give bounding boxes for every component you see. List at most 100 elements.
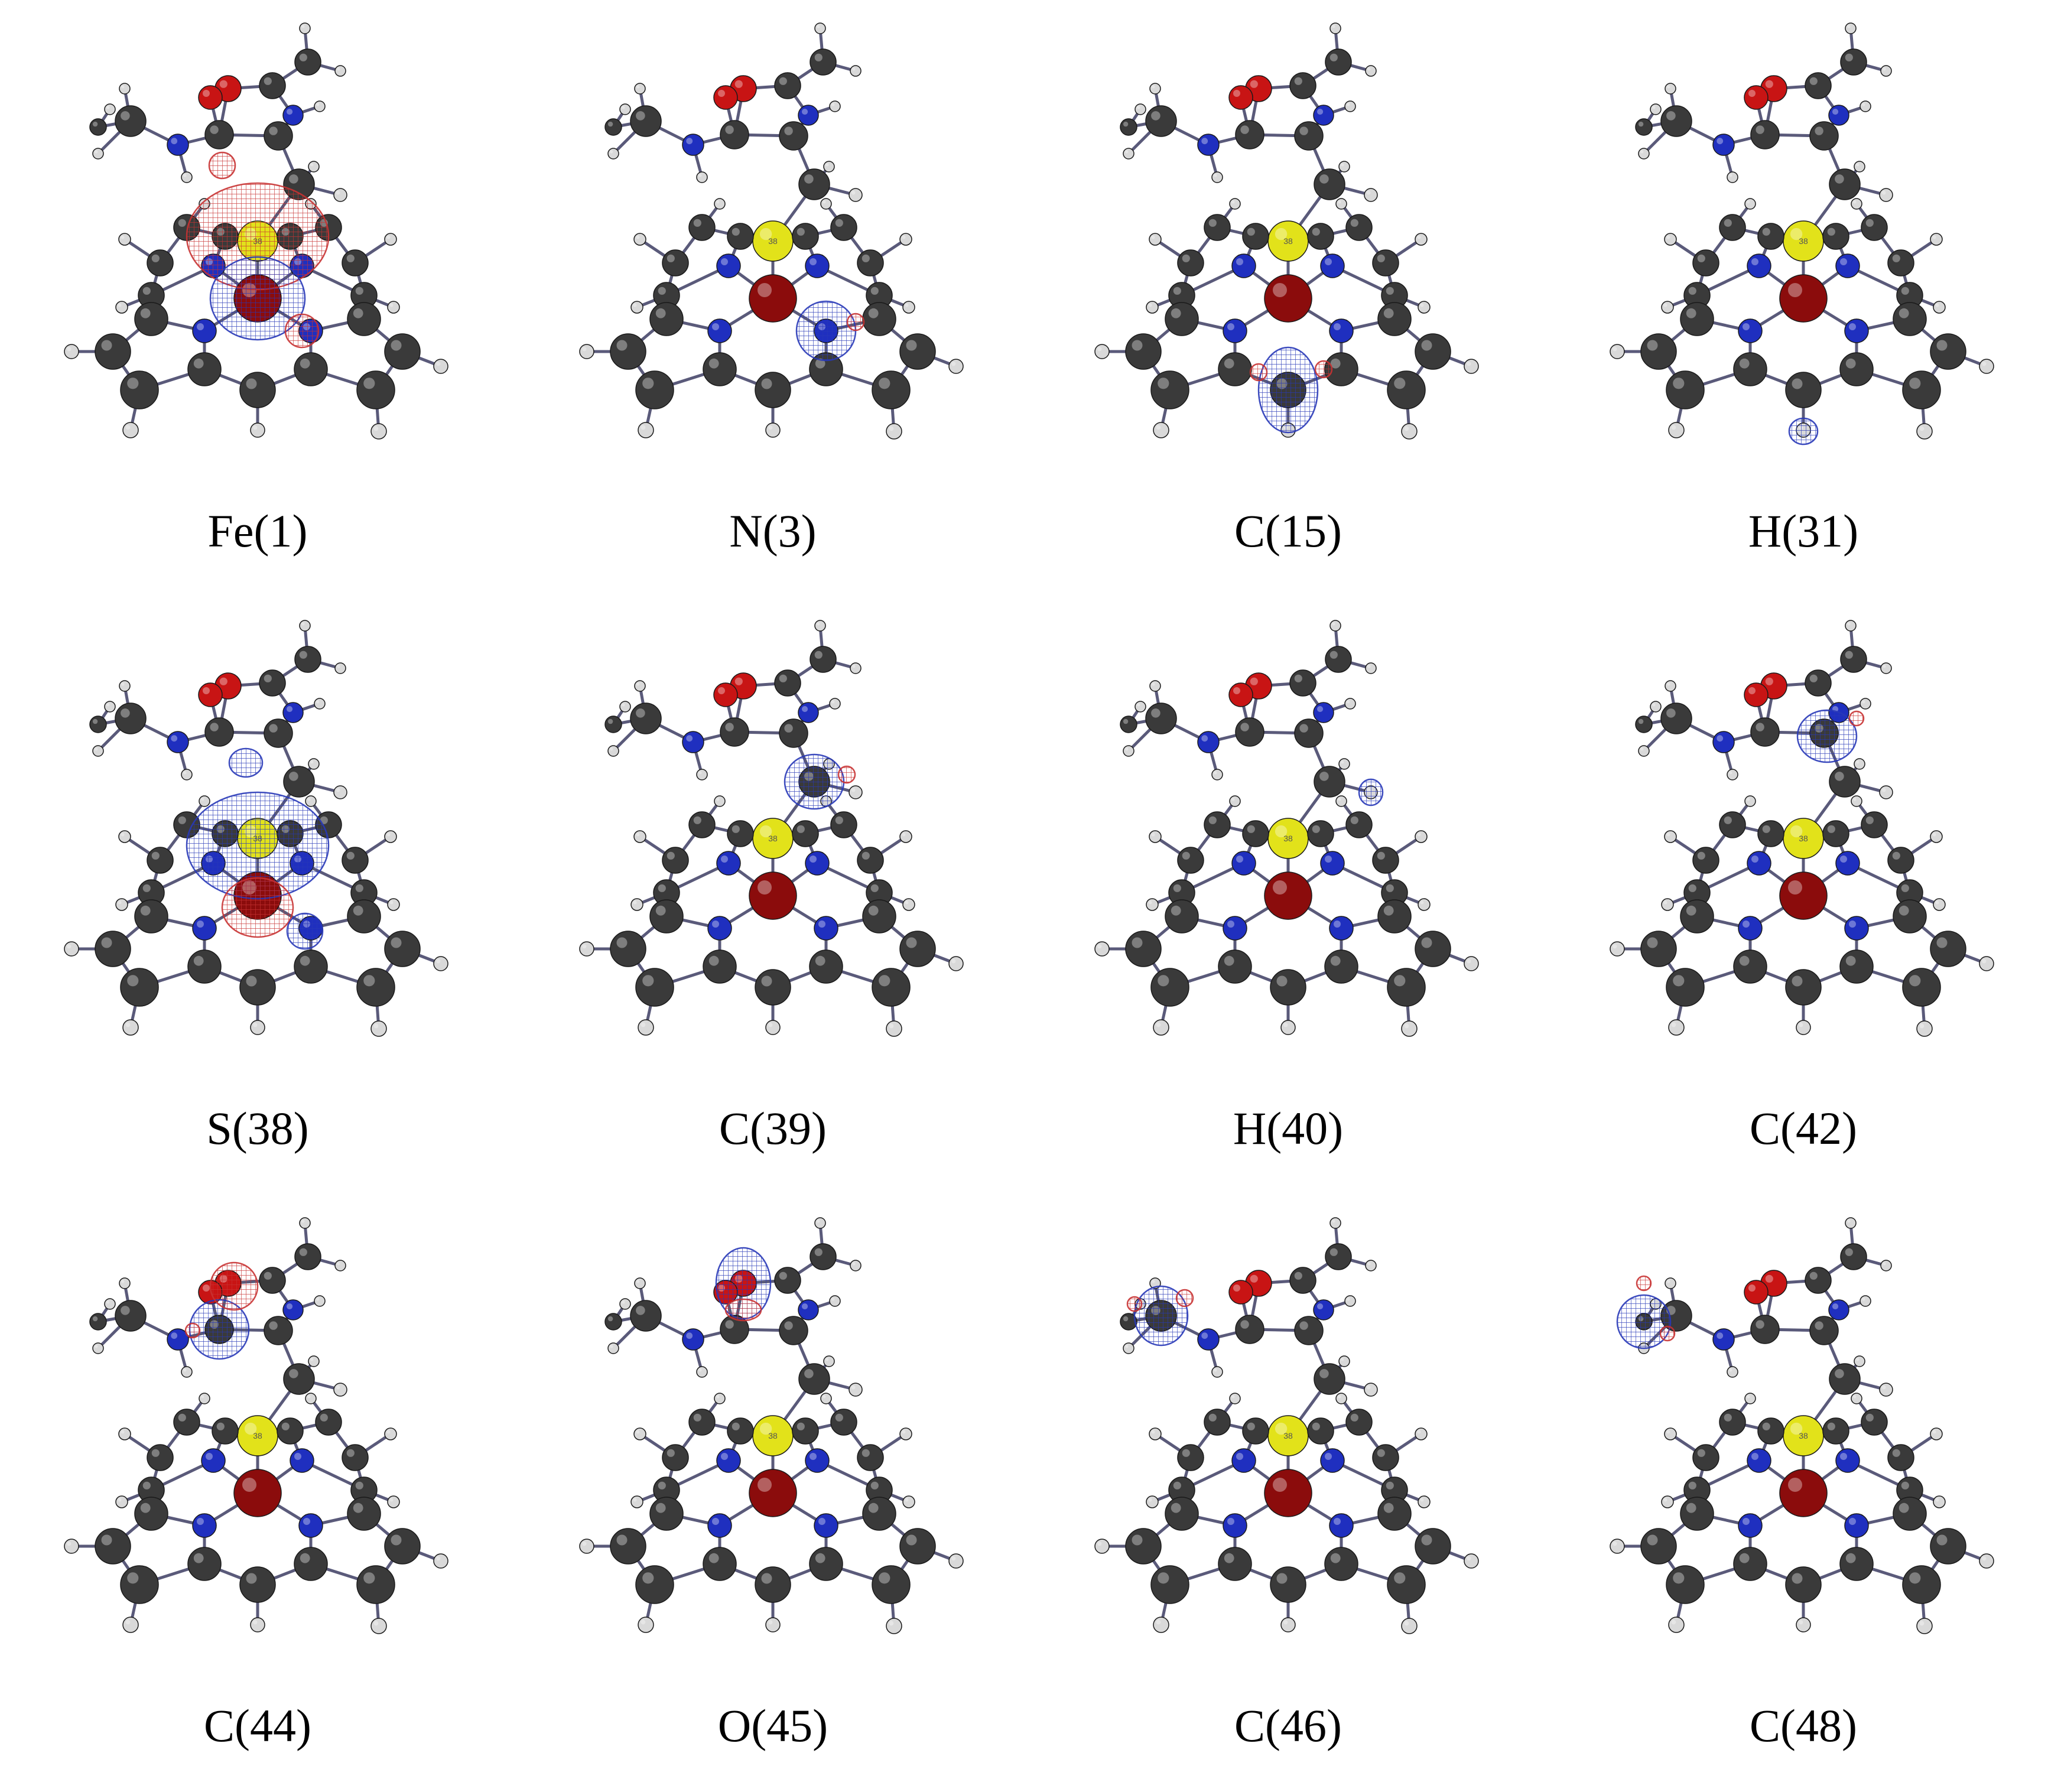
carbon-atom-icon: [1887, 847, 1914, 874]
atom-shine: [951, 1556, 956, 1561]
atom-shine: [1936, 937, 1948, 948]
molecule-diagram: 38: [579, 1217, 964, 1634]
atom-shine: [1748, 90, 1756, 97]
atom-shine: [1666, 708, 1676, 718]
atom-shine: [1227, 1518, 1234, 1525]
atom-shine: [1233, 1284, 1240, 1292]
atom-shine: [708, 1553, 719, 1563]
iron-atom-icon: [749, 871, 797, 920]
atom-shine: [346, 254, 355, 262]
atom-shine: [1233, 90, 1240, 97]
atom-shine: [1338, 1395, 1341, 1399]
nitrogen-atom-icon: [1223, 318, 1247, 343]
positive-lobe-mesh: [1636, 1275, 1652, 1292]
carbon-atom-icon: [610, 333, 646, 370]
atom-shine: [1982, 362, 1987, 366]
positive-lobe-mesh: [221, 877, 294, 938]
atom-shine: [1792, 1573, 1803, 1584]
carbon-atom-icon: [1666, 370, 1705, 409]
carbon-atom-icon: [1289, 1267, 1316, 1294]
atom-shine: [1845, 955, 1856, 966]
hydrogen-atom-icon: [92, 1342, 104, 1354]
nitrogen-atom-icon: [1231, 851, 1256, 876]
atom-shine: [1751, 258, 1758, 265]
atom-shine: [1747, 200, 1750, 204]
carbon-atom-icon: [1839, 352, 1874, 386]
atom-shine: [1171, 308, 1181, 318]
atom-shine: [1935, 303, 1939, 307]
hydrogen-atom-icon: [1211, 1366, 1223, 1378]
atom-shine: [835, 1413, 843, 1422]
carbon-atom-icon: [1314, 766, 1345, 798]
atom-shine: [1350, 219, 1358, 227]
atom-shine: [658, 287, 666, 295]
atom-shine: [1932, 832, 1936, 837]
atom-shine: [353, 1502, 363, 1513]
atom-shine: [852, 665, 856, 668]
atom-shine: [183, 771, 187, 775]
atom-shine: [636, 85, 640, 89]
nitrogen-atom-icon: [1844, 916, 1869, 941]
hydrogen-atom-icon: [1650, 103, 1662, 115]
atom-shine: [300, 955, 310, 966]
atom-shine: [1240, 1320, 1249, 1329]
atom-shine: [106, 106, 110, 109]
atom-shine: [1909, 975, 1921, 987]
carbon-atom-icon: [1757, 820, 1784, 847]
atom-shine: [140, 1502, 151, 1513]
carbon-atom-icon: [384, 333, 421, 370]
atom-shine: [1152, 85, 1155, 89]
atom-shine: [1666, 1430, 1670, 1434]
atom-shine: [708, 955, 719, 966]
carbon-atom-icon: [1680, 302, 1714, 336]
carbon-atom-icon: [1145, 105, 1177, 137]
hydrogen-atom-icon: [1401, 1020, 1418, 1037]
hydrogen-atom-icon: [64, 344, 79, 359]
hydrogen-atom-icon: [696, 769, 708, 780]
atom-shine: [1386, 287, 1394, 295]
atom-shine: [851, 190, 856, 195]
oxygen-atom-icon: [1228, 682, 1253, 707]
atom-shine: [1325, 1453, 1332, 1460]
nitrogen-atom-icon: [290, 1448, 314, 1473]
atom-shine: [121, 708, 130, 718]
atom-shine: [1250, 677, 1258, 685]
atom-shine: [1334, 323, 1341, 330]
hydrogen-atom-icon: [820, 1393, 832, 1404]
atom-shine: [1417, 235, 1421, 239]
hydrogen-atom-icon: [299, 620, 311, 632]
hydrogen-atom-icon: [579, 344, 594, 359]
atom-shine: [171, 138, 178, 145]
hydrogen-atom-icon: [823, 161, 835, 173]
hydrogen-atom-icon: [433, 956, 448, 971]
carbon-atom-icon: [862, 302, 896, 336]
atom-shine: [658, 884, 666, 892]
atom-shine: [281, 1422, 290, 1430]
hydrogen-atom-icon: [1665, 1277, 1676, 1289]
atom-shine: [336, 190, 340, 195]
hydrogen-atom-icon: [1854, 1355, 1865, 1367]
atom-shine: [1919, 426, 1925, 431]
hydrogen-atom-icon: [1149, 1427, 1162, 1440]
atom-shine: [121, 832, 125, 837]
hydrogen-atom-icon: [633, 1427, 646, 1440]
carbon-atom-icon: [720, 717, 749, 747]
atom-shine: [67, 1541, 71, 1546]
atom-shine: [316, 700, 320, 704]
atom-shine: [1148, 303, 1152, 307]
atom-shine: [797, 825, 805, 833]
carbon-atom-icon: [1666, 1565, 1705, 1604]
atom-shine: [1697, 254, 1705, 262]
hydrogen-atom-icon: [1610, 1539, 1625, 1554]
carbon-atom-icon: [1377, 302, 1412, 336]
carbon-atom-icon: [1120, 716, 1137, 733]
atom-shine: [1881, 190, 1886, 195]
carbon-atom-icon: [1307, 820, 1334, 847]
atom-shine: [336, 788, 340, 792]
atom-shine: [1383, 905, 1394, 916]
carbon-atom-icon: [1809, 1316, 1839, 1345]
hydrogen-atom-icon: [1664, 233, 1677, 246]
carbon-atom-icon: [1270, 969, 1306, 1006]
carbon-atom-icon: [1805, 669, 1832, 697]
hydrogen-atom-icon: [1880, 662, 1892, 674]
